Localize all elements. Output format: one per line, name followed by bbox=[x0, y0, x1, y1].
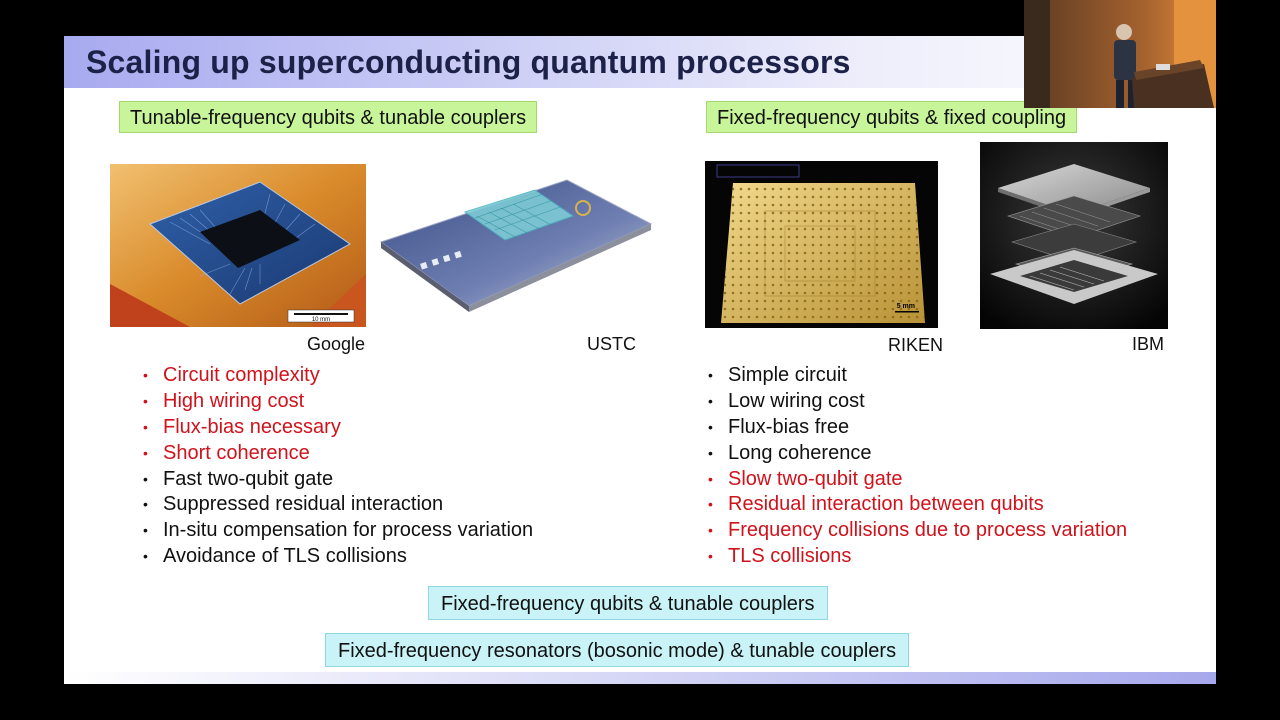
bullet-icon: • bbox=[708, 367, 713, 383]
slide: Scaling up superconducting quantum proce… bbox=[64, 36, 1216, 684]
list-item: •Avoidance of TLS collisions bbox=[143, 544, 533, 570]
riken-scale-label: 5 mm bbox=[897, 303, 915, 310]
list-item: •Suppressed residual interaction bbox=[143, 492, 533, 518]
left-heading: Tunable-frequency qubits & tunable coupl… bbox=[119, 101, 538, 133]
bullet-icon: • bbox=[708, 548, 713, 565]
bullet-icon: • bbox=[143, 444, 148, 461]
list-item: •Circuit complexity bbox=[143, 363, 533, 389]
ustc-chip-image: ▪ ▪ ▪ ▪ bbox=[377, 172, 655, 312]
google-chip-image: 10 mm bbox=[110, 164, 366, 327]
google-chip-illustration: 10 mm bbox=[110, 164, 366, 327]
bullet-icon: • bbox=[708, 444, 713, 461]
bullet-icon: • bbox=[143, 367, 148, 383]
list-item: •Simple circuit bbox=[708, 363, 1127, 389]
bottom-box-tunable-couplers: Fixed-frequency qubits & tunable coupler… bbox=[428, 586, 828, 620]
bullet-icon: • bbox=[708, 496, 713, 513]
list-item: •High wiring cost bbox=[143, 389, 533, 415]
bullet-icon: • bbox=[708, 522, 713, 539]
ustc-chip-illustration: ▪ ▪ ▪ ▪ bbox=[377, 172, 655, 312]
slide-title: Scaling up superconducting quantum proce… bbox=[86, 44, 851, 80]
riken-chip-image: 5 mm bbox=[705, 161, 938, 328]
caption-ibm: IBM bbox=[1132, 334, 1165, 354]
bullet-icon: • bbox=[708, 470, 713, 487]
bullet-icon: • bbox=[143, 392, 148, 409]
bullet-icon: • bbox=[143, 548, 148, 565]
ibm-chip-image bbox=[980, 142, 1168, 329]
list-item: •Frequency collisions due to process var… bbox=[708, 518, 1127, 544]
bullet-icon: • bbox=[143, 496, 148, 513]
right-heading: Fixed-frequency qubits & fixed coupling bbox=[706, 101, 1078, 133]
caption-google: Google bbox=[307, 334, 366, 354]
caption-ustc: USTC bbox=[587, 334, 636, 354]
presenter-video-feed bbox=[1024, 0, 1216, 108]
bullet-icon: • bbox=[708, 418, 713, 435]
caption-riken: RIKEN bbox=[888, 335, 944, 355]
list-item: •Fast two-qubit gate bbox=[143, 467, 533, 493]
riken-chip-illustration: 5 mm bbox=[705, 161, 938, 328]
list-item: •TLS collisions bbox=[708, 544, 1127, 570]
list-item: •Flux-bias free bbox=[708, 415, 1127, 441]
left-points-list: •Circuit complexity •High wiring cost •F… bbox=[143, 363, 533, 570]
bullet-icon: • bbox=[708, 392, 713, 409]
bottom-box-bosonic-mode: Fixed-frequency resonators (bosonic mode… bbox=[325, 633, 910, 667]
bullet-icon: • bbox=[143, 470, 148, 487]
google-scale-label: 10 mm bbox=[312, 317, 330, 323]
bullet-icon: • bbox=[143, 522, 148, 539]
list-item: •Long coherence bbox=[708, 441, 1127, 467]
bottom-accent-bar bbox=[64, 672, 1216, 684]
ibm-chip-illustration bbox=[980, 142, 1168, 329]
right-points-list: •Simple circuit •Low wiring cost •Flux-b… bbox=[708, 363, 1127, 570]
list-item: •Slow two-qubit gate bbox=[708, 467, 1127, 493]
list-item: •Short coherence bbox=[143, 441, 533, 467]
list-item: •Residual interaction between qubits bbox=[708, 492, 1127, 518]
list-item: •Low wiring cost bbox=[708, 389, 1127, 415]
bullet-icon: • bbox=[143, 418, 148, 435]
presenter-video-icon bbox=[1024, 0, 1216, 108]
list-item: •Flux-bias necessary bbox=[143, 415, 533, 441]
list-item: •In-situ compensation for process variat… bbox=[143, 518, 533, 544]
